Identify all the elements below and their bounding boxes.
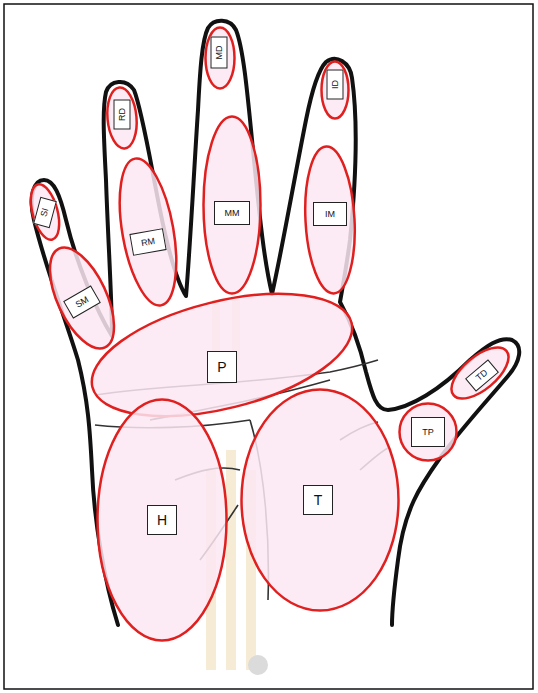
region-outline — [206, 28, 235, 89]
region-label: H — [157, 513, 167, 527]
region-label-box: H — [147, 505, 177, 535]
hand-region: TP — [398, 402, 458, 462]
hand-region: MD — [204, 26, 236, 90]
region-outline — [242, 390, 399, 611]
region-outline — [98, 400, 227, 641]
region-label-box: IM — [313, 202, 347, 226]
hand-region: MM — [202, 115, 262, 295]
region-label: SM — [74, 295, 90, 310]
region-label-box: TP — [411, 417, 445, 447]
region-label: SI — [40, 207, 51, 218]
hand-region: RM — [121, 156, 175, 308]
region-outline — [443, 338, 517, 408]
region-label: P — [217, 360, 226, 374]
region-label-box: MD — [211, 36, 228, 68]
region-label: RD — [118, 108, 127, 121]
frame — [4, 4, 533, 689]
hand-region: RD — [106, 86, 138, 150]
region-outline — [26, 181, 65, 243]
hand-region: TD — [444, 355, 516, 391]
hand-region: ID — [320, 60, 350, 120]
hand-region: SI — [31, 182, 59, 242]
hand-region: IM — [304, 145, 356, 295]
hand-region: H — [96, 398, 228, 642]
region-outline — [37, 238, 127, 357]
region-outline — [105, 86, 139, 149]
region-label: TD — [475, 368, 490, 383]
region-outline — [204, 117, 261, 294]
region-label-box: ID — [327, 69, 344, 99]
region-label-box: T — [303, 485, 333, 515]
region-outline — [302, 145, 359, 294]
region-label: TP — [422, 428, 434, 437]
region-outline — [110, 154, 186, 310]
region-label: ID — [331, 80, 340, 89]
region-label: RM — [140, 236, 155, 247]
region-label-box: MM — [214, 201, 250, 225]
region-outline — [322, 62, 349, 119]
region-outline — [400, 404, 457, 461]
region-label: MD — [215, 45, 224, 59]
region-label: T — [314, 493, 323, 507]
region-label: MM — [225, 209, 240, 218]
region-label-box: P — [207, 351, 237, 383]
region-label-box: RD — [114, 99, 131, 129]
region-label: IM — [325, 210, 335, 219]
hand-region: SM — [56, 242, 108, 354]
hand-region: T — [240, 388, 400, 612]
